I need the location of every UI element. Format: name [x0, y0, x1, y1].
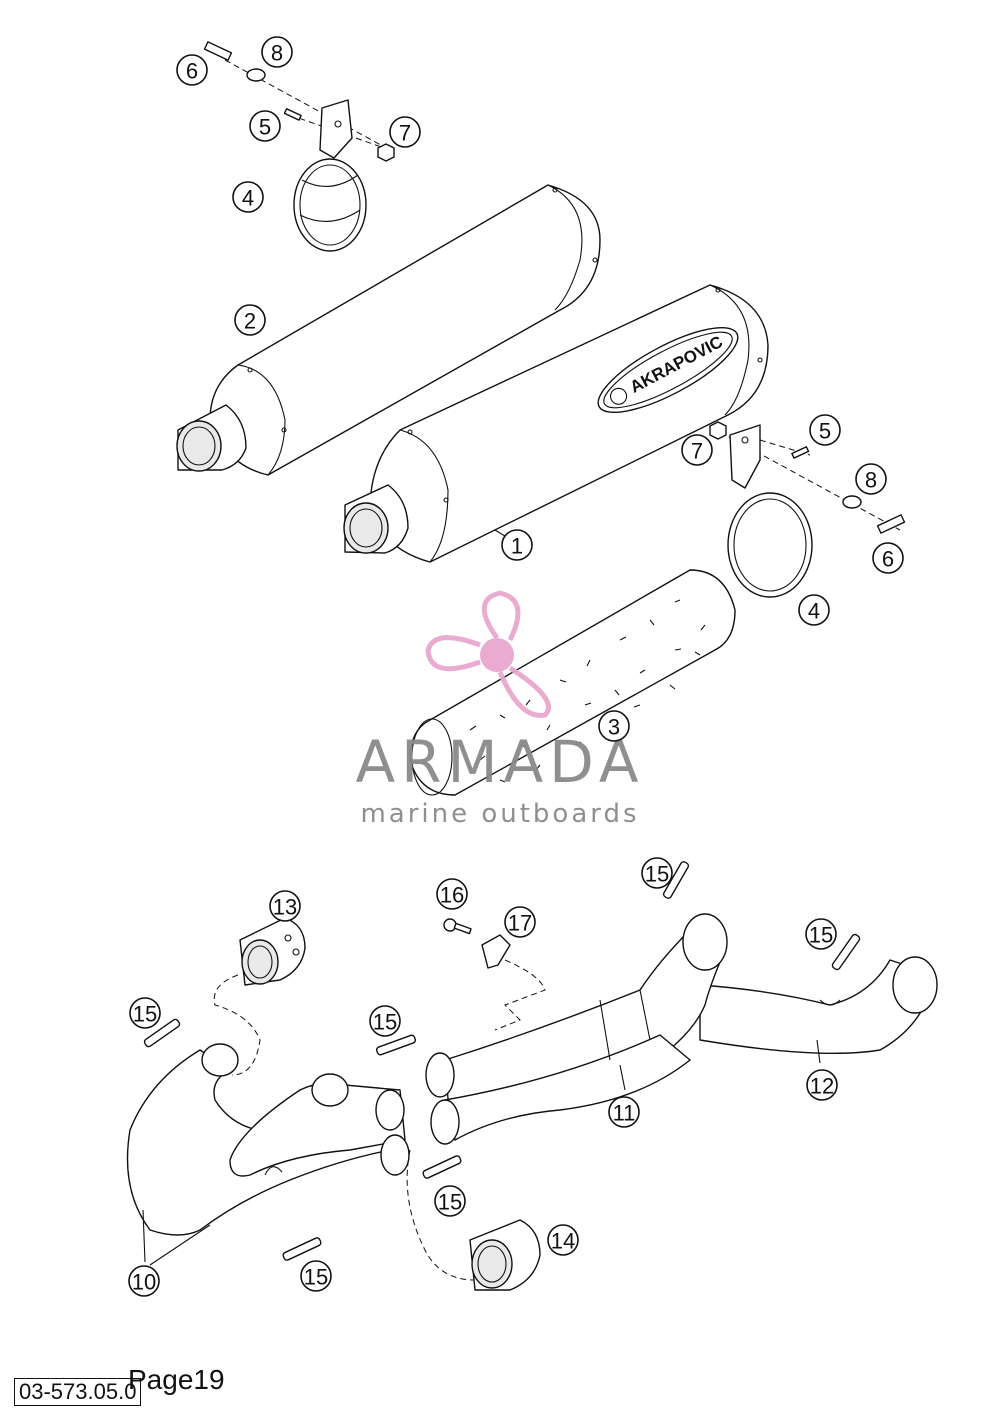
callout-5: 5 [809, 414, 841, 446]
svg-text:15: 15 [133, 1002, 157, 1027]
svg-text:6: 6 [186, 59, 198, 84]
document-code: 03-573.05.0 [14, 1378, 142, 1406]
callout-4: 4 [798, 594, 830, 626]
callout-15: 15 [434, 1185, 466, 1217]
screw-upper [283, 108, 302, 121]
callout-12: 12 [806, 1069, 838, 1101]
clamp-assembly-lower [709, 421, 906, 598]
bracket-17 [481, 934, 511, 969]
bolt-upper [203, 41, 233, 61]
exhaust-flange-13 [239, 917, 306, 986]
svg-text:15: 15 [809, 923, 833, 948]
callout-15: 15 [805, 918, 837, 950]
svg-text:4: 4 [242, 186, 254, 211]
callout-1: 1 [501, 529, 533, 561]
bolt-lower [876, 514, 906, 534]
callout-7: 7 [389, 116, 421, 148]
washer-lower [842, 495, 862, 509]
svg-text:15: 15 [645, 862, 669, 887]
insulation-sleeve [409, 569, 736, 796]
header-pipe-11 [425, 913, 728, 1145]
page-number: Page19 [128, 1364, 225, 1395]
svg-text:16: 16 [440, 883, 464, 908]
callout-14: 14 [547, 1224, 579, 1256]
muffler-2 [176, 184, 601, 476]
clamp-assembly-upper [203, 41, 395, 252]
washer-upper [246, 68, 266, 82]
callout-15: 15 [129, 997, 161, 1029]
callout-13: 13 [269, 890, 301, 922]
muffler-logo-badge [597, 326, 739, 414]
callout-15: 15 [300, 1260, 332, 1292]
callout-6: 6 [176, 54, 208, 86]
svg-text:10: 10 [132, 1270, 156, 1295]
svg-text:4: 4 [808, 599, 820, 624]
clamp-ring-upper [293, 158, 367, 252]
nut-lower [709, 421, 727, 440]
svg-text:13: 13 [273, 895, 297, 920]
svg-text:2: 2 [244, 309, 256, 334]
screw-lower [791, 446, 810, 459]
callout-17: 17 [504, 906, 536, 938]
muffler-1: AKRAPOVIC [343, 284, 769, 563]
nut-upper [377, 143, 395, 162]
callout-5: 5 [249, 110, 281, 142]
callout-3: 3 [598, 710, 630, 742]
svg-text:5: 5 [259, 115, 271, 140]
callout-6: 6 [872, 542, 904, 574]
clamp-bracket-lower [729, 424, 761, 489]
svg-text:8: 8 [865, 468, 877, 493]
watermark-name: ARMADA [355, 728, 644, 796]
bolt-16 [443, 918, 472, 935]
svg-text:3: 3 [608, 715, 620, 740]
callout-15: 15 [641, 857, 673, 889]
watermark: ARMADA marine outboards [355, 590, 644, 829]
svg-text:17: 17 [508, 911, 532, 936]
header-pipe-10 [126, 1043, 410, 1236]
callout-2: 2 [234, 304, 266, 336]
svg-text:7: 7 [399, 121, 411, 146]
callout-11: 11 [608, 1096, 640, 1128]
callout-4: 4 [232, 181, 264, 213]
callout-10: 10 [128, 1265, 160, 1297]
exhaust-flange-14 [469, 1219, 541, 1291]
callout-15: 15 [369, 1005, 401, 1037]
svg-text:5: 5 [819, 419, 831, 444]
clamp-ring-lower [727, 492, 813, 598]
clamp-bracket-upper [319, 99, 353, 159]
watermark-tagline: marine outboards [360, 799, 639, 829]
callout-16: 16 [436, 878, 468, 910]
svg-text:7: 7 [691, 439, 703, 464]
svg-text:15: 15 [304, 1265, 328, 1290]
callout-8: 8 [261, 36, 293, 68]
svg-text:1: 1 [511, 534, 523, 559]
svg-text:11: 11 [613, 1101, 636, 1126]
propeller-logo-icon [425, 590, 551, 718]
springs-15 [143, 861, 861, 1261]
callout-8: 8 [855, 463, 887, 495]
svg-text:8: 8 [271, 41, 283, 66]
svg-text:6: 6 [882, 547, 894, 572]
header-pipe-12 [699, 956, 938, 1055]
callout-7: 7 [681, 434, 713, 466]
svg-text:15: 15 [438, 1190, 462, 1215]
svg-text:12: 12 [810, 1074, 834, 1099]
svg-text:14: 14 [551, 1229, 575, 1254]
svg-text:15: 15 [373, 1010, 397, 1035]
